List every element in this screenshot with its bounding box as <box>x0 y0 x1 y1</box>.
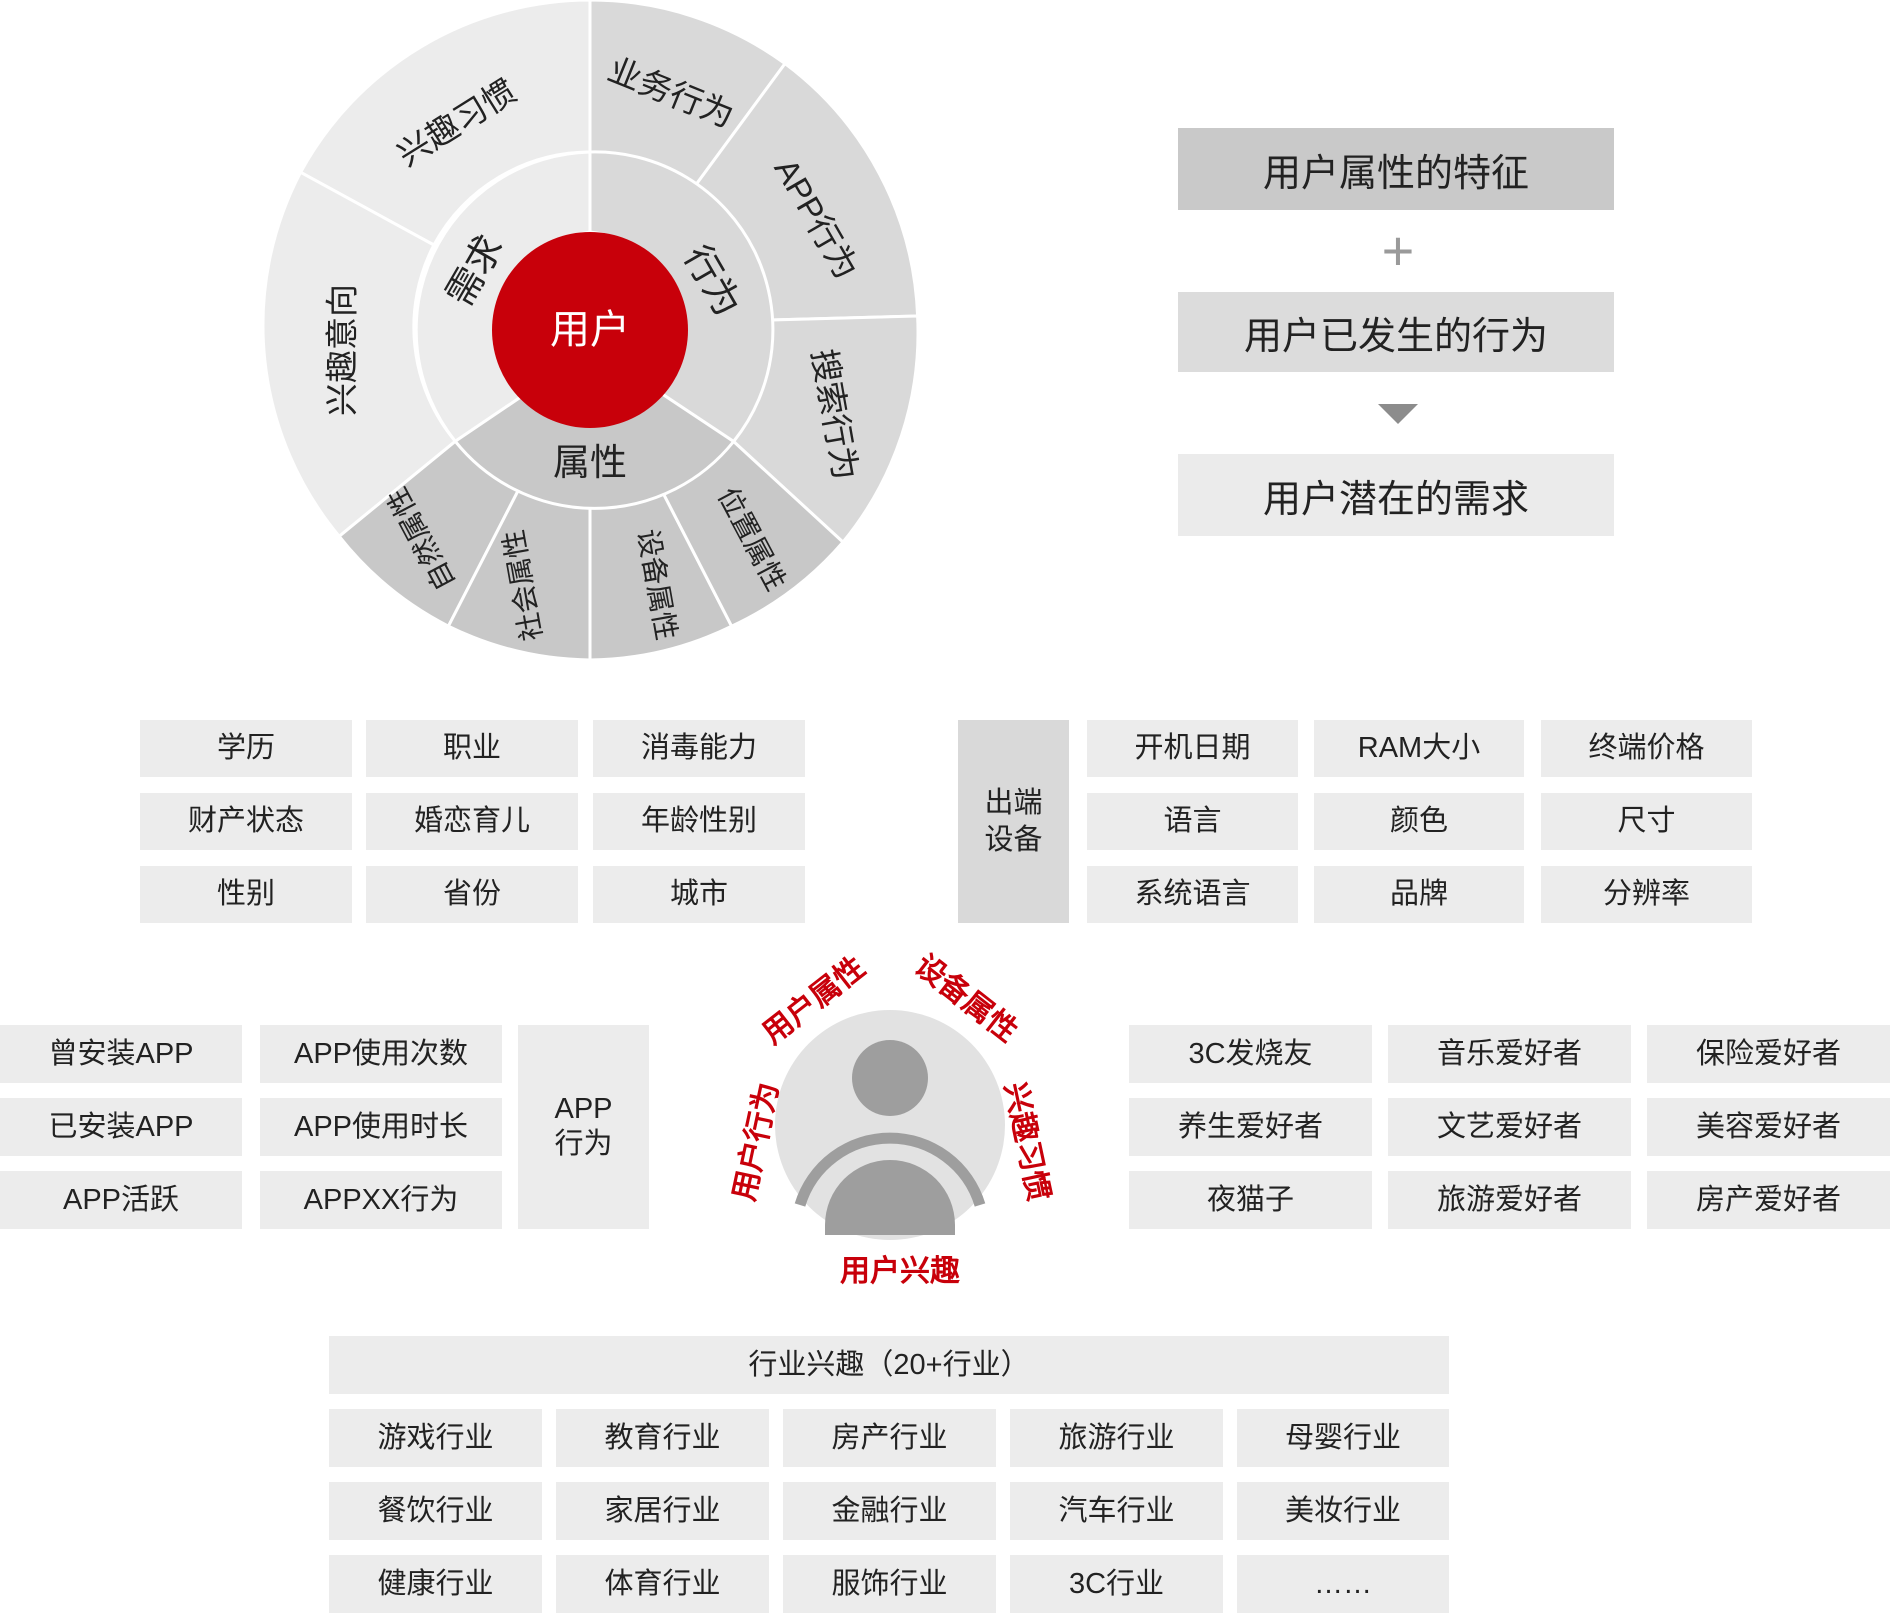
device-label: 出端 设备 <box>958 720 1069 923</box>
hobby-cell: 养生爱好者 <box>1129 1098 1372 1156</box>
persona-diagram: 用户属性 设备属性 用户行为 兴趣习惯 用户兴趣 <box>728 950 1055 1288</box>
industry-cell: 房产行业 <box>783 1409 996 1467</box>
app-cell: APP使用次数 <box>260 1025 502 1083</box>
user-attr-cell: 学历 <box>140 720 352 777</box>
app-cell: 已安装APP <box>0 1098 242 1156</box>
industry-cell: 体育行业 <box>556 1555 769 1613</box>
user-attr-cell: 年龄性别 <box>593 793 805 850</box>
device-cell: 语言 <box>1087 793 1298 850</box>
hobby-cell: 美容爱好者 <box>1647 1098 1890 1156</box>
app-cell: 曾安装APP <box>0 1025 242 1083</box>
app-cell: APP使用时长 <box>260 1098 502 1156</box>
flow-step-behavior: 用户已发生的行为 <box>1178 292 1614 372</box>
inner-attribute-label: 属性 <box>553 442 627 483</box>
hobby-cell: 夜猫子 <box>1129 1171 1372 1229</box>
hobby-cell: 房产爱好者 <box>1647 1171 1890 1229</box>
user-body-icon <box>825 1160 955 1235</box>
industry-cell: 家居行业 <box>556 1482 769 1540</box>
industry-cell: 美妆行业 <box>1237 1482 1449 1540</box>
industry-cell: …… <box>1237 1555 1449 1613</box>
user-head-icon <box>852 1040 928 1116</box>
device-cell: 尺寸 <box>1541 793 1752 850</box>
device-cell: 终端价格 <box>1541 720 1752 777</box>
industry-header: 行业兴趣（20+行业） <box>329 1336 1449 1394</box>
persona-user-interest: 用户兴趣 <box>840 1255 960 1288</box>
user-wheel-diagram: 用户 需求 行为 属性 兴趣习惯 业务行为 APP行为 搜索行为 兴趣意向 自然… <box>261 0 920 662</box>
user-attr-cell: 性别 <box>140 866 352 923</box>
industry-cell: 健康行业 <box>329 1555 542 1613</box>
app-cell: APP活跃 <box>0 1171 242 1229</box>
plus-icon: + <box>1381 219 1415 282</box>
flow-step-attributes: 用户属性的特征 <box>1178 128 1614 210</box>
industry-cell: 母婴行业 <box>1237 1409 1449 1467</box>
device-cell: 品牌 <box>1314 866 1524 923</box>
sector-interest-intent <box>261 170 458 539</box>
device-cell: 开机日期 <box>1087 720 1298 777</box>
flow-step-demand-label: 用户潜在的需求 <box>1262 478 1529 521</box>
outer-interest-intent-label: 兴趣意向 <box>324 284 361 416</box>
hobby-cell: 文艺爱好者 <box>1388 1098 1631 1156</box>
industry-cell: 餐饮行业 <box>329 1482 542 1540</box>
industry-cell: 金融行业 <box>783 1482 996 1540</box>
persona-interest-habit: 兴趣习惯 <box>998 1080 1055 1204</box>
flow-step-behavior-label: 用户已发生的行为 <box>1243 315 1548 358</box>
device-cell: 系统语言 <box>1087 866 1298 923</box>
arrow-down-icon <box>1378 404 1418 424</box>
flow-step-attributes-label: 用户属性的特征 <box>1262 152 1529 195</box>
user-attr-cell: 婚恋育儿 <box>366 793 578 850</box>
center-circle <box>492 232 688 428</box>
hobby-cell: 保险爱好者 <box>1647 1025 1890 1083</box>
user-attr-cell: 省份 <box>366 866 578 923</box>
user-attr-cell: 城市 <box>593 866 805 923</box>
center-label: 用户 <box>550 308 630 352</box>
industry-cell: 汽车行业 <box>1010 1482 1223 1540</box>
industry-cell: 游戏行业 <box>329 1409 542 1467</box>
hobby-cell: 3C发烧友 <box>1129 1025 1372 1083</box>
user-attr-cell: 职业 <box>366 720 578 777</box>
hobby-cell: 旅游爱好者 <box>1388 1171 1631 1229</box>
user-attr-cell: 消毒能力 <box>593 720 805 777</box>
industry-cell: 服饰行业 <box>783 1555 996 1613</box>
user-arc-icon <box>794 1132 986 1207</box>
industry-cell: 旅游行业 <box>1010 1409 1223 1467</box>
device-cell: 颜色 <box>1314 793 1524 850</box>
device-cell: 分辨率 <box>1541 866 1752 923</box>
user-attr-cell: 财产状态 <box>140 793 352 850</box>
device-cell: RAM大小 <box>1314 720 1524 777</box>
industry-cell: 3C行业 <box>1010 1555 1223 1613</box>
industry-cell: 教育行业 <box>556 1409 769 1467</box>
persona-circle <box>775 1010 1005 1240</box>
app-label: APP 行为 <box>518 1025 649 1229</box>
hobby-cell: 音乐爱好者 <box>1388 1025 1631 1083</box>
app-cell: APPXX行为 <box>260 1171 502 1229</box>
flow-step-demand: 用户潜在的需求 <box>1178 454 1614 536</box>
